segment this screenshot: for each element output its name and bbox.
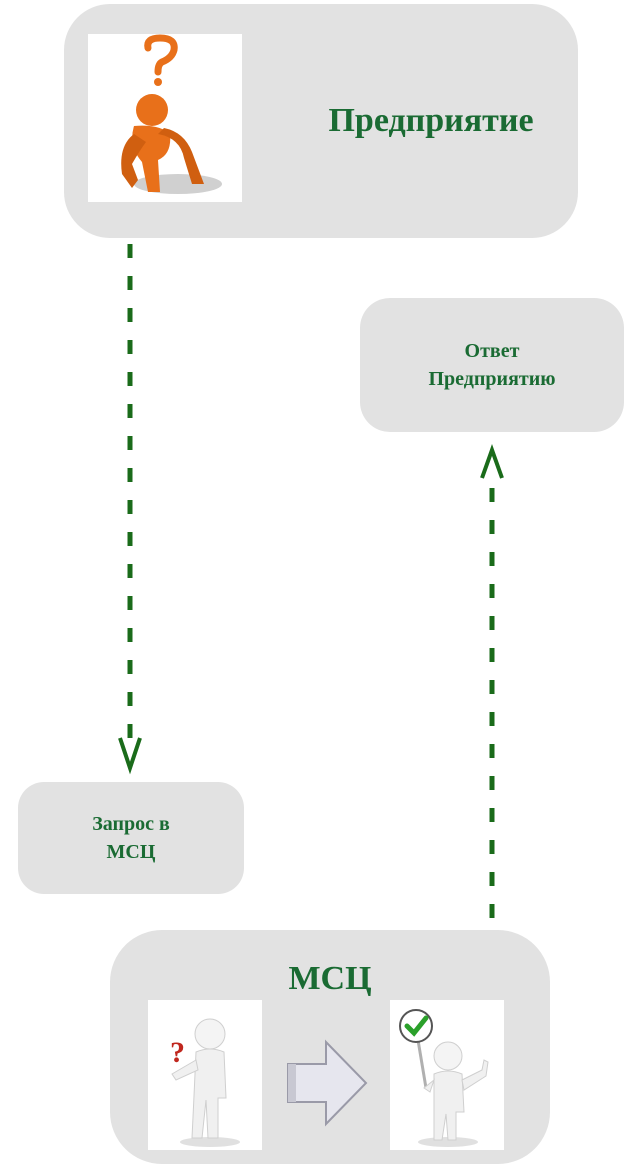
answer-arrowhead-icon bbox=[480, 444, 504, 479]
svg-text:?: ? bbox=[170, 1036, 185, 1069]
answer-line1: Ответ bbox=[464, 340, 520, 362]
msc-box: МСЦ ? bbox=[110, 930, 550, 1164]
question-person-icon: ? bbox=[148, 1000, 262, 1150]
enterprise-title: Предприятие bbox=[328, 102, 534, 139]
answer-line2: Предприятию bbox=[428, 368, 556, 390]
enterprise-box: Предприятие bbox=[64, 4, 578, 238]
request-line1: Запрос в bbox=[92, 813, 170, 835]
answer-box: Ответ Предприятию bbox=[360, 298, 624, 432]
block-arrow-icon bbox=[286, 1038, 370, 1133]
msc-title: МСЦ bbox=[288, 960, 372, 997]
request-line2: МСЦ bbox=[106, 841, 156, 863]
request-arrowhead-icon bbox=[118, 737, 142, 775]
thinking-person-icon bbox=[88, 34, 242, 202]
request-box: Запрос в МСЦ bbox=[18, 782, 244, 894]
approval-person-icon bbox=[390, 1000, 504, 1150]
